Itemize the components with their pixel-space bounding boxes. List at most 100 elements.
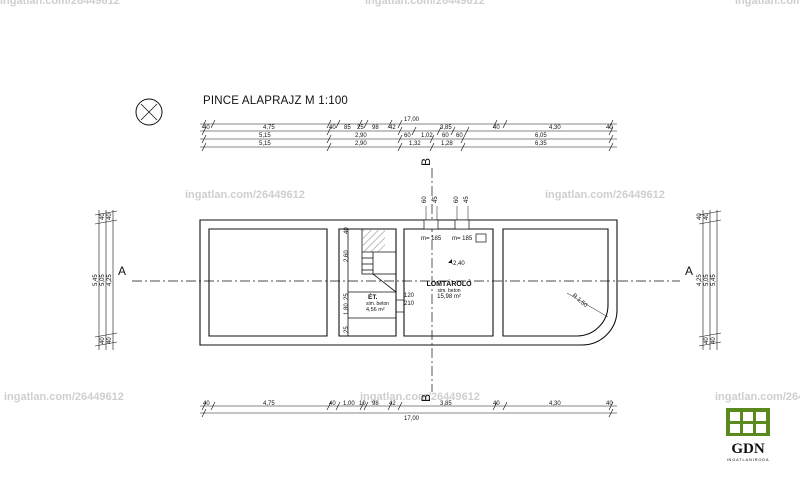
section-mark-b-bottom: B	[419, 394, 433, 402]
drawing-title: PINCE ALAPRAJZ M 1:100	[203, 95, 348, 107]
dim-text: 6,35	[535, 141, 547, 147]
dim-text: 40	[704, 213, 710, 220]
room-name: LOMTÁROLÓ	[426, 279, 472, 288]
watermarks: ingatlan.com/26449612 ingatlan.com/26449…	[0, 0, 800, 403]
section-mark-b-top: B	[419, 158, 433, 166]
dim-overall-bottom: 17,00	[404, 416, 420, 422]
dimension-text-left: 40 40 5,45 5,05 4,25 40 40	[93, 213, 113, 344]
dimension-chain-top	[200, 119, 617, 152]
dim-text: 40	[100, 337, 106, 344]
dim-text: 4,75	[263, 401, 275, 407]
dim-text: 40	[697, 213, 703, 220]
dim-text: 4,25	[697, 274, 703, 286]
dim-text: 60	[454, 196, 460, 203]
dim-text: 98	[372, 125, 379, 131]
dim-text: 10	[359, 401, 366, 407]
logo-subtext: INGATLANIRODA	[727, 457, 770, 462]
room-area: 4,56 m²	[366, 307, 385, 313]
dim-text: 1,80	[344, 303, 350, 315]
dim-text: 40	[606, 125, 613, 131]
dimension-text-top: 17,00 40 4,75 40 85 25 98 42 3,85 40 4,3…	[203, 117, 613, 147]
dim-text: 40	[493, 125, 500, 131]
dim-text: 25	[344, 293, 350, 300]
dim-text: 4,75	[263, 125, 275, 131]
logo-text: GDN	[731, 441, 765, 457]
room-floor: sim. beton	[366, 301, 389, 307]
watermark: ingatlan.com/26449612	[735, 0, 800, 7]
dim-text: 4,25	[107, 274, 113, 286]
watermark: ingatlan.com/26449612	[545, 189, 665, 201]
dim-text: 5,45	[93, 274, 99, 286]
dim-text: 5,15	[259, 141, 271, 147]
section-mark-a-left: A	[118, 264, 126, 278]
level-marker-icon	[448, 259, 452, 263]
dim-text: 3,85	[440, 401, 452, 407]
watermark: ingatlan.com/26449612	[365, 0, 485, 7]
dim-text: 40	[711, 337, 717, 344]
dim-text: 210	[404, 301, 415, 307]
dimension-chain-left	[94, 210, 118, 350]
dim-text: 40	[606, 401, 613, 407]
section-mark-a-right: A	[685, 264, 693, 278]
dim-overall-top: 17,00	[404, 117, 420, 123]
dim-text: 5,45	[711, 274, 717, 286]
dimension-text-right: 40 40 4,25 5,05 5,45 40 40	[697, 213, 717, 344]
room-area: 15,98 m²	[437, 294, 461, 300]
dim-text: 25	[344, 326, 350, 333]
dim-text: 1,28	[441, 141, 453, 147]
watermark: ingatlan.com/26449612	[360, 391, 480, 403]
watermark: ingatlan.com/26449612	[0, 0, 120, 7]
dim-text: 40	[704, 337, 710, 344]
dim-text: 98	[372, 401, 379, 407]
room-et: ÉT. sim. beton 4,56 m²	[366, 292, 389, 313]
room-name: ÉT.	[368, 292, 378, 301]
dim-text: 5,05	[100, 274, 106, 286]
dim-text: 40	[107, 337, 113, 344]
radius-leader	[566, 292, 609, 318]
dim-text: 85	[344, 125, 351, 131]
dim-text: 40	[203, 401, 210, 407]
dim-text: 40	[100, 213, 106, 220]
wall-openings	[396, 219, 487, 313]
dim-text: 5,15	[259, 133, 271, 139]
dim-text: 40	[344, 227, 350, 234]
dim-text: 1,02	[421, 133, 433, 139]
dim-text: 60	[456, 133, 463, 139]
vent-dims	[425, 206, 469, 220]
dim-text: 60	[442, 133, 449, 139]
watermark: ingatlan.com/26449612	[4, 391, 124, 403]
dim-text: 3,85	[440, 125, 452, 131]
dim-text: m= 185	[421, 236, 442, 242]
dim-text: 120	[404, 293, 415, 299]
dim-text: 4,30	[549, 401, 561, 407]
room-lomtarolo: LOMTÁROLÓ sim. beton 15,98 m²	[426, 279, 472, 300]
dim-text: 42	[389, 125, 396, 131]
stair-block	[338, 228, 397, 337]
dimension-text-bottom: 40 4,75 40 1,00 10 98 42 3,85 40 4,30 40…	[203, 401, 613, 422]
dim-text: m= 185	[452, 236, 473, 242]
watermark: ingatlan.com/26449612	[715, 391, 800, 403]
dim-text: 4,30	[549, 125, 561, 131]
exterior-walls	[199, 219, 618, 346]
dim-text: 60	[404, 133, 411, 139]
dim-text: 40	[203, 125, 210, 131]
dim-text: 6,05	[535, 133, 547, 139]
level-mark: -2,40	[451, 261, 465, 267]
radius-label: R 1,50	[571, 293, 589, 309]
dimension-chain-right	[698, 210, 722, 350]
north-arrow-icon	[135, 98, 163, 126]
dim-text: 5,05	[704, 274, 710, 286]
dim-text: 40	[329, 125, 336, 131]
dim-text: 25	[357, 125, 364, 131]
watermark: ingatlan.com/26449612	[185, 189, 305, 201]
dim-text: 45	[433, 196, 439, 203]
dim-text: 2,90	[355, 133, 367, 139]
dim-text: 60	[422, 196, 428, 203]
dim-text: 2,90	[355, 141, 367, 147]
dim-text: 40	[329, 401, 336, 407]
dim-text: 2,60	[344, 250, 350, 262]
dim-text: 45	[464, 196, 470, 203]
dim-text: 1,00	[343, 401, 355, 407]
gdn-logo: GDN INGATLANIRODA	[726, 408, 770, 462]
